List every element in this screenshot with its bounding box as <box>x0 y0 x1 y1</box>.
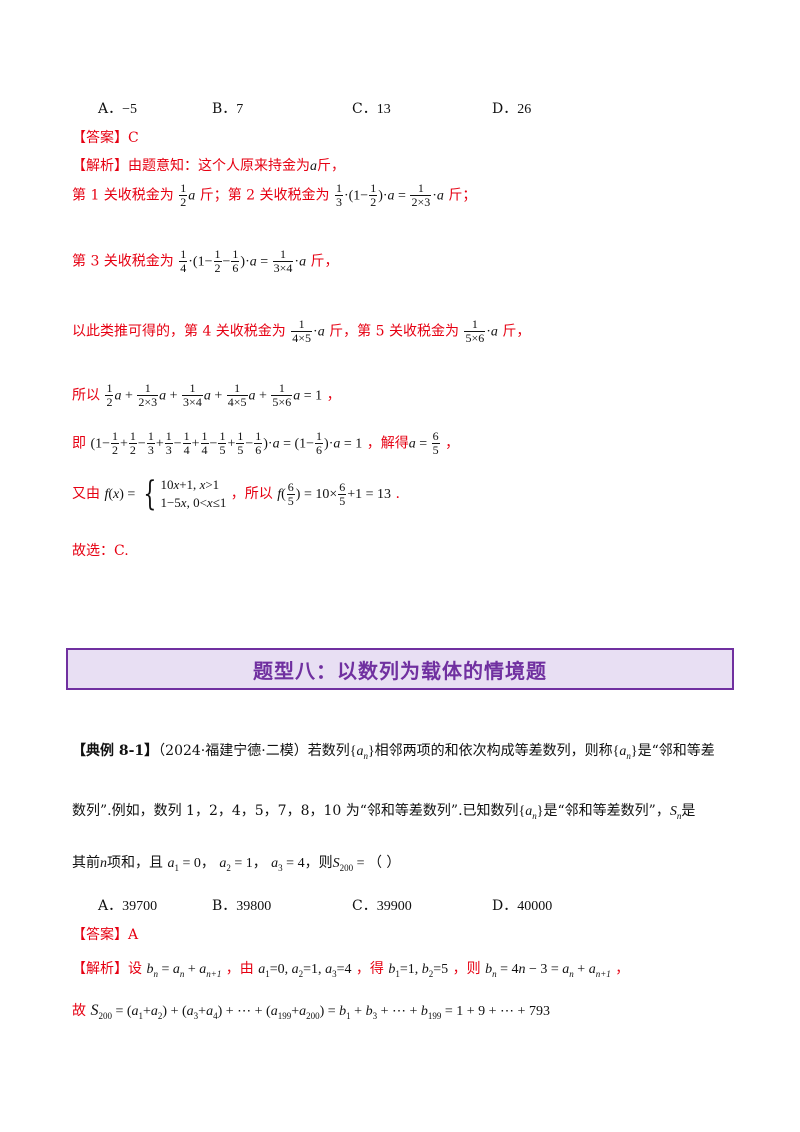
option-c: C．13 <box>352 101 391 117</box>
option-a: A．−5 <box>98 101 138 117</box>
example-line-3: 其前n项和，且 a1 = 0， a2 = 1， a3 = 4，则S200 = （… <box>72 855 401 873</box>
example-answer-line: 【答案】A <box>72 927 139 943</box>
option-d: D．26 <box>492 101 532 117</box>
example-option-c: C．39900 <box>352 898 412 914</box>
section-banner: 题型八：以数列为载体的情境题 <box>66 648 734 690</box>
option-b: B．7 <box>212 101 244 117</box>
example-option-d: D．40000 <box>492 898 553 914</box>
choose-line: 故选：C. <box>72 543 129 559</box>
example-line-1: 【典例 8-1】（2024·福建宁德·二模）若数列{an}相邻两项的和依次构成等… <box>72 743 715 761</box>
example-sum-line: 故 S200 = (a1+a2) + (a3+a4) + ⋯ + (a199+a… <box>72 1002 550 1021</box>
answer-line: 【答案】C <box>72 130 139 146</box>
section-title: 题型八：以数列为载体的情境题 <box>253 658 547 683</box>
example-analysis-line: 【解析】设 bn = an + an+1 ，由 a1=0, a2=1, a3=4… <box>72 961 630 979</box>
example-option-a: A．39700 <box>98 898 158 914</box>
example-line-2: 数列”.例如，数列 1，2，4，5，7，8，10 为“邻和等差数列”.已知数列{… <box>72 803 696 821</box>
analysis-intro: 【解析】由题意知：这个人原来持金为a斤， <box>72 158 345 174</box>
example-option-b: B．39800 <box>212 898 272 914</box>
